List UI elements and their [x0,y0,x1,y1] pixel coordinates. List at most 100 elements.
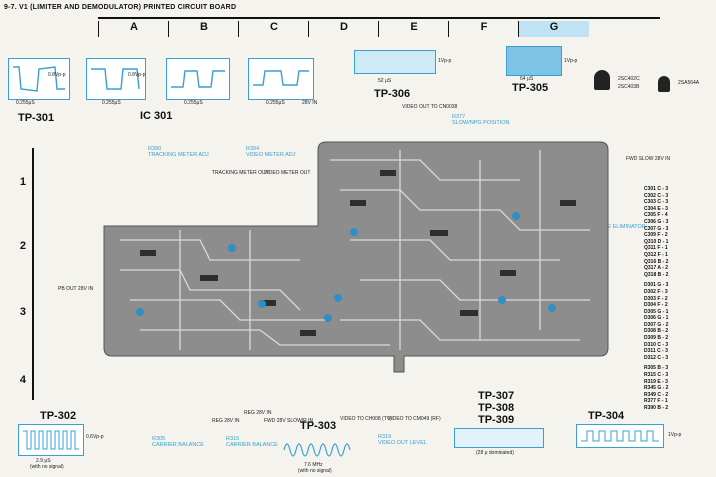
waveform-1-label: 0.255μS [16,100,35,106]
col-b: B [168,21,239,37]
waveform-1-level: 0.8Vp-p [48,72,66,78]
adj-r319-label: VIDEO OUT LEVEL [378,440,427,446]
parts-list-item: R349 C - 2 [644,391,669,398]
signal-fwd-slow: FWD SLOW 28V IN [626,156,671,162]
tp305-label: TP-305 [512,82,549,94]
section-subtitle: PRINTED CIRCUIT BOARD [143,4,237,11]
adj-r319: R319 VIDEO OUT LEVEL [378,434,427,446]
waveform-2-level: 0.8Vp-p [128,72,146,78]
transistor-3-label: 2SA564A [678,80,700,86]
tp307-waveform [454,428,544,448]
parts-list-item: D312 C - 3 [644,354,669,361]
adj-r377: R377 SLOW/NPG POSITION [452,114,509,126]
tp302-waveform-graphic [23,430,79,450]
tp302-note: 2.9 μS [36,458,51,464]
adj-r377-label: SLOW/NPG POSITION [452,120,510,126]
parts-list-item: D310 C - 3 [644,341,669,348]
adj-r315: R315 CARRIER BALANCE [226,436,278,448]
parts-list-item: R305 B - 3 [644,365,669,372]
parts-list-item: C304 E - 3 [644,205,668,212]
parts-list-item: Q310 D - 1 [644,238,669,245]
row-1: 1 [19,176,26,188]
tp306-level: 1Vp-p [438,58,452,64]
row-grid: 1 2 3 4 [10,148,34,400]
signal-video-to-cm: VIDEO TO CM049 (RF) [388,416,441,422]
adj-r315-label: CARRIER BALANCE [226,442,278,448]
waveform-3-label: 0.255μS [184,100,203,106]
adj-r305-label: CARRIER BALANCE [152,442,204,448]
parts-list-item: D307 G - 2 [644,321,669,328]
tp304-waveform [576,424,664,448]
tp303-note: (with no signal) [298,468,332,474]
row-3: 3 [19,306,26,318]
parts-list-item: C305 F - 4 [644,212,668,219]
adj-r315-id: R315 [226,436,240,442]
parts-list-item: Q311 F - 1 [644,245,668,252]
waveform-2-graphic [91,68,140,90]
transistor-2-label: 2SC403B [618,84,640,90]
parts-list-item: D304 F - 2 [644,302,668,309]
signal-28v-in: 28V IN [302,100,318,106]
signal-video-out: VIDEO OUT TO CN0038 [402,104,458,110]
tp302-label: TP-302 [40,410,77,422]
waveform-1-graphic [13,66,65,92]
signal-video-to-ch: VIDEO TO CH008 (TV) [340,416,392,422]
adj-r305-id: R305 [152,436,166,442]
tp306-time: 52 μS [378,78,392,84]
signal-reg-28v-b: REG 28V IN [244,410,272,416]
signal-reg-28v: REG 28V IN [212,418,240,424]
adj-r394-label: VIDEO METER ADJ [246,152,296,158]
signal-pb-out: PB OUT 28V IN [58,286,94,292]
parts-list-item: R390 B - 2 [644,405,669,411]
waveform-3 [166,58,230,100]
col-g: G [518,21,589,37]
tp309-label: TP-309 [478,414,515,426]
page-header: 9-7. V1 (LIMITER AND DEMODULATOR) PRINTE… [4,4,236,11]
adj-r390: R390 TRACKING METER ADJ [148,146,209,158]
tp303-label: TP-303 [300,420,337,432]
tp303-level: 7.6 MHz [304,462,323,468]
parts-list-item: C309 F - 2 [644,232,668,239]
tp303-waveform [282,438,354,462]
parts-list-item: R319 E - 3 [644,378,668,385]
parts-list-item: D308 B - 2 [644,328,669,335]
parts-list-item: D305 G - 1 [644,308,669,315]
parts-list-item: D311 C - 3 [644,348,668,355]
tp306-label: TP-306 [374,88,411,100]
parts-list-item: D309 B - 2 [644,335,669,342]
waveform-4-label: 0.255μS [266,100,285,106]
adj-r394: R394 VIDEO METER ADJ [246,146,296,158]
adj-r394-id: R394 [246,146,260,152]
column-grid: A B C D E F G [98,17,660,37]
tp305-level: 1Vp-p [564,58,578,64]
tp306-waveform [354,50,436,74]
row-2: 2 [19,240,26,252]
parts-list-item: D302 F - 3 [644,288,668,295]
adj-r390-id: R390 [148,146,162,152]
waveform-1 [8,58,70,100]
parts-list-item: Q312 F - 1 [644,251,668,258]
adj-r319-id: R319 [378,434,392,440]
col-e: E [378,21,449,37]
parts-list-item: Q318 B - 2 [644,271,669,278]
parts-list-item: C307 G - 3 [644,225,669,232]
tp308-label: TP-308 [478,402,515,414]
signal-fwd-slow-out: FWD 28V SLOW/R IN [264,418,314,424]
parts-list-item: D303 F - 2 [644,295,668,302]
waveform-2 [86,58,146,100]
tp307-309-group: TP-307 TP-308 TP-309 [478,390,514,426]
col-a: A [98,21,169,37]
parts-list-item: Q317 A - 2 [644,265,669,272]
parts-list-item: C306 G - 3 [644,218,669,225]
adj-r390-label: TRACKING METER ADJ [148,152,209,158]
col-f: F [448,21,519,37]
transistor-icon [594,70,610,90]
tp304-level: 1Vp-p [668,432,682,438]
tp304-waveform-graphic [581,430,659,442]
transistor-1-label: 2SC402C [618,76,640,82]
parts-list-item: C303 C - 3 [644,199,669,206]
tp307-time: (28 μ dominated) [476,450,514,456]
parts-list-item: C302 C - 3 [644,192,669,199]
